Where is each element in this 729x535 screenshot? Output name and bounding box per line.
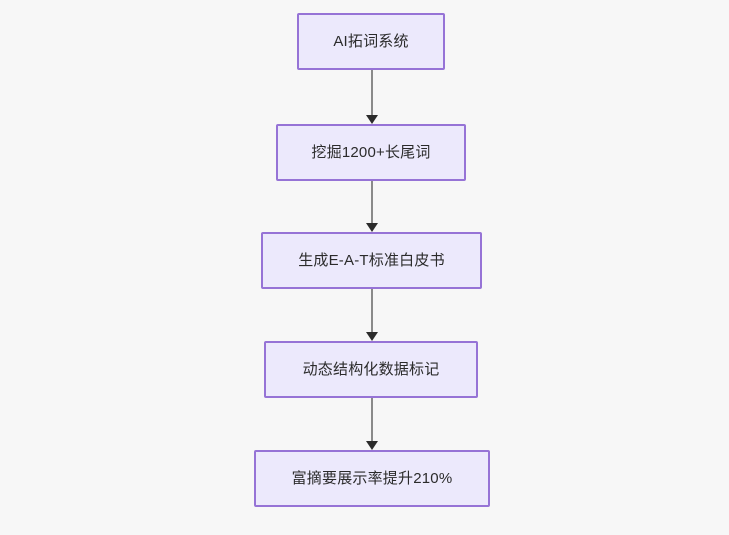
flowchart-node-ai-keyword-expansion-system[interactable]: AI拓词系统	[297, 13, 445, 70]
flowchart-node-dynamic-structured-data-markup[interactable]: 动态结构化数据标记	[264, 341, 478, 398]
node-label: 富摘要展示率提升210%	[291, 469, 453, 487]
arrowhead-icon	[366, 115, 378, 124]
edge-line	[371, 289, 373, 332]
node-label: AI拓词系统	[333, 32, 409, 50]
flowchart-node-generate-eat-whitepaper[interactable]: 生成E-A-T标准白皮书	[261, 232, 482, 289]
node-label: 挖掘1200+长尾词	[311, 143, 431, 161]
edge-line	[371, 398, 373, 441]
arrowhead-icon	[366, 332, 378, 341]
node-label: 生成E-A-T标准白皮书	[298, 251, 445, 269]
flowchart-node-rich-snippet-impression-lift[interactable]: 富摘要展示率提升210%	[254, 450, 490, 507]
node-label: 动态结构化数据标记	[302, 360, 440, 378]
arrowhead-icon	[366, 223, 378, 232]
edge-line	[371, 181, 373, 223]
arrowhead-icon	[366, 441, 378, 450]
flowchart-node-mine-longtail-keywords[interactable]: 挖掘1200+长尾词	[276, 124, 466, 181]
edge-line	[371, 70, 373, 115]
